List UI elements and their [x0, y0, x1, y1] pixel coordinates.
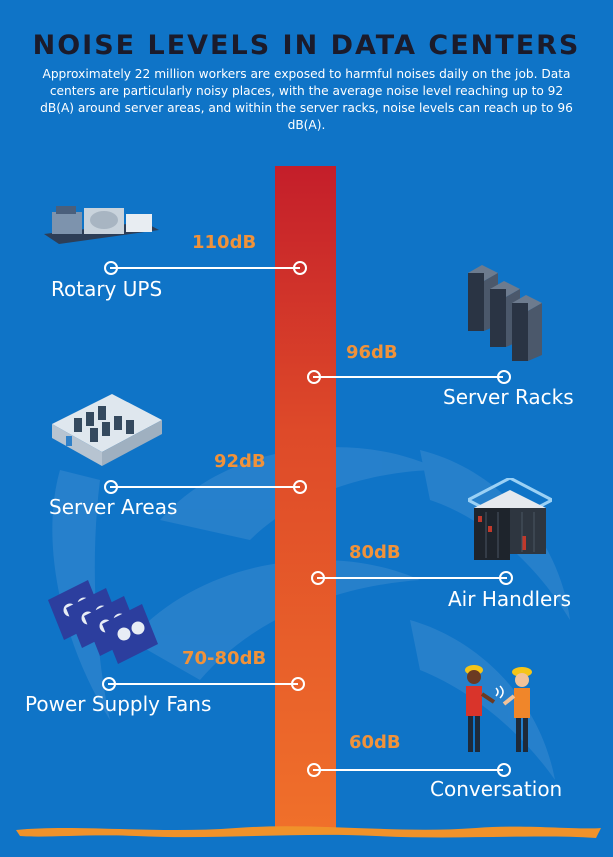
workers-talking-icon: [465, 665, 532, 752]
level-label: Power Supply Fans: [25, 692, 212, 716]
connector-dot: [293, 480, 307, 494]
air-handler-rack-icon: [468, 478, 552, 560]
connector-dot: [307, 370, 321, 384]
connector-line: [313, 769, 503, 771]
level-label: Rotary UPS: [51, 277, 163, 301]
connector-dot: [104, 261, 118, 275]
connector-dot: [497, 763, 511, 777]
db-value: 60dB: [349, 732, 401, 753]
db-value: 96dB: [346, 342, 398, 363]
connector-dot: [104, 480, 118, 494]
connector-dot: [311, 571, 325, 585]
connector-line: [110, 267, 300, 269]
connector-line: [110, 486, 300, 488]
rotary-ups-machine-icon: [44, 206, 159, 244]
db-value: 92dB: [214, 451, 266, 472]
graphics-card-fans-icon: [48, 580, 158, 664]
noise-level-column: [275, 166, 336, 832]
level-label: Server Racks: [443, 385, 574, 409]
connector-line: [313, 376, 503, 378]
connector-dot: [307, 763, 321, 777]
server-racks-icon: [468, 265, 542, 361]
level-label: Server Areas: [49, 495, 178, 519]
page-title: NOISE LEVELS IN DATA CENTERS: [32, 30, 581, 61]
db-value: 70-80dB: [182, 648, 267, 669]
connector-dot: [291, 677, 305, 691]
connector-dot: [497, 370, 511, 384]
connector-dot: [293, 261, 307, 275]
connector-dot: [499, 571, 513, 585]
ground-brush-stroke: [16, 826, 601, 838]
connector-dot: [102, 677, 116, 691]
connector-line: [108, 683, 298, 685]
intro-paragraph: Approximately 22 million workers are exp…: [40, 67, 573, 132]
server-room-icon: [52, 394, 162, 466]
db-value: 110dB: [192, 232, 257, 253]
level-label: Air Handlers: [448, 587, 571, 611]
level-label: Conversation: [430, 777, 563, 801]
connector-line: [317, 577, 507, 579]
db-value: 80dB: [349, 542, 401, 563]
